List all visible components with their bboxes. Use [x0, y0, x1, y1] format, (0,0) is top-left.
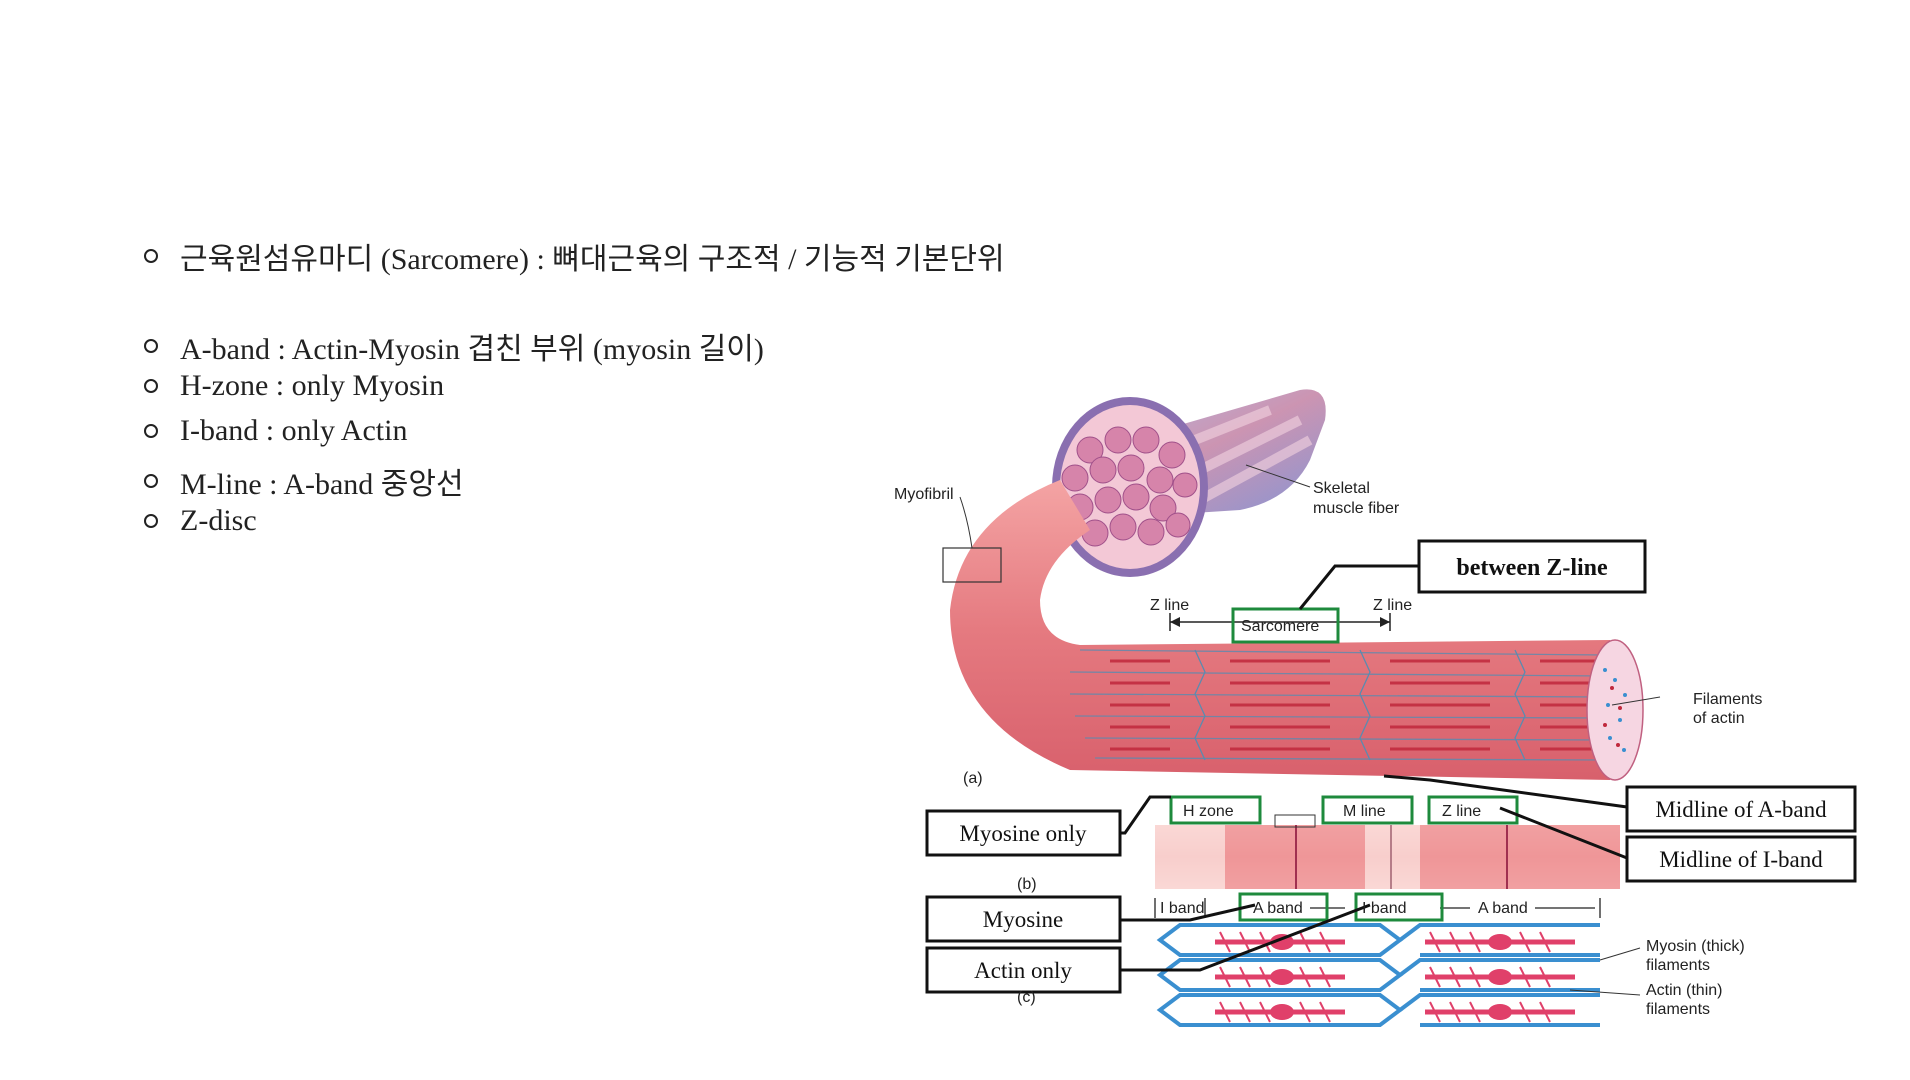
heading-bullet: 근육원섬유마디 (Sarcomere) : 뼈대근육의 구조적 / 기능적 기본… — [144, 234, 1005, 278]
callout-between-z-line: between Z-line — [1456, 555, 1608, 581]
label-i-band-mid: I band — [1362, 900, 1406, 917]
bullet-text: M-line : A-band 중앙선 — [180, 468, 464, 501]
bullet-text: Z-disc — [180, 504, 257, 537]
label-of-actin: of actin — [1693, 710, 1745, 727]
label-m-line: M line — [1343, 803, 1386, 820]
label-actin-filaments: filaments — [1646, 1001, 1710, 1018]
bullet-z-disc: Z-disc — [144, 504, 257, 538]
myofibril-end-section — [1586, 639, 1644, 781]
bullet-circle-icon — [144, 514, 158, 528]
bullet-circle-icon — [144, 424, 158, 438]
label-sarcomere: Sarcomere — [1241, 618, 1319, 635]
bullet-text: H-zone : only Myosin — [180, 369, 445, 402]
label-z-line-b: Z line — [1442, 803, 1481, 820]
bullet-text: A-band : Actin-Myosin 겹친 부위 (myosin 길이) — [180, 333, 764, 366]
callout-myosine-only: Myosine only — [959, 821, 1087, 846]
label-panel-a: (a) — [963, 770, 983, 787]
label-i-band-left: I band — [1160, 900, 1204, 917]
sarcomere-band-strip — [1155, 814, 1620, 889]
label-filaments: Filaments — [1693, 691, 1762, 708]
label-z-line-right: Z line — [1373, 597, 1412, 614]
label-myosin-filaments: filaments — [1646, 957, 1710, 974]
label-a-band-2: A band — [1478, 900, 1528, 917]
bullet-a-band: A-band : Actin-Myosin 겹친 부위 (myosin 길이) — [144, 324, 764, 368]
skeletal-muscle-fiber — [1052, 389, 1326, 577]
label-muscle-fiber: muscle fiber — [1313, 500, 1400, 517]
bullet-m-line: M-line : A-band 중앙선 — [144, 459, 464, 503]
myofibril-tube — [942, 480, 1644, 781]
label-skeletal: Skeletal — [1313, 480, 1370, 497]
callout-boxes — [925, 539, 1857, 994]
callout-midline-i-band: Midline of I-band — [1659, 847, 1823, 872]
bullet-h-zone: H-zone : only Myosin — [144, 369, 444, 403]
label-a-band-1: A band — [1253, 900, 1303, 917]
label-myosin-thick: Myosin (thick) — [1646, 938, 1745, 955]
sarcomere-span — [1169, 613, 1391, 631]
leader-lines — [959, 464, 1661, 996]
callout-midline-a-band: Midline of A-band — [1655, 797, 1827, 822]
callout-myosine: Myosine — [983, 907, 1064, 932]
bullet-circle-icon — [144, 379, 158, 393]
callout-actin-only: Actin only — [974, 958, 1072, 983]
bullet-text: I-band : only Actin — [180, 414, 408, 447]
bullet-circle-icon — [144, 474, 158, 488]
filament-lattice — [1156, 923, 1600, 1027]
heading-text: 근육원섬유마디 (Sarcomere) : 뼈대근육의 구조적 / 기능적 기본… — [180, 243, 1005, 276]
label-z-line-left: Z line — [1150, 597, 1189, 614]
bullet-circle-icon — [144, 249, 158, 263]
label-h-zone: H zone — [1183, 803, 1234, 820]
bullet-i-band: I-band : only Actin — [144, 414, 407, 448]
bullet-circle-icon — [144, 339, 158, 353]
label-panel-b: (b) — [1017, 876, 1037, 893]
label-myofibril: Myofibril — [894, 486, 954, 503]
label-panel-c: (c) — [1017, 989, 1036, 1006]
label-actin-thin: Actin (thin) — [1646, 982, 1722, 999]
callout-lines — [1120, 564, 1628, 972]
